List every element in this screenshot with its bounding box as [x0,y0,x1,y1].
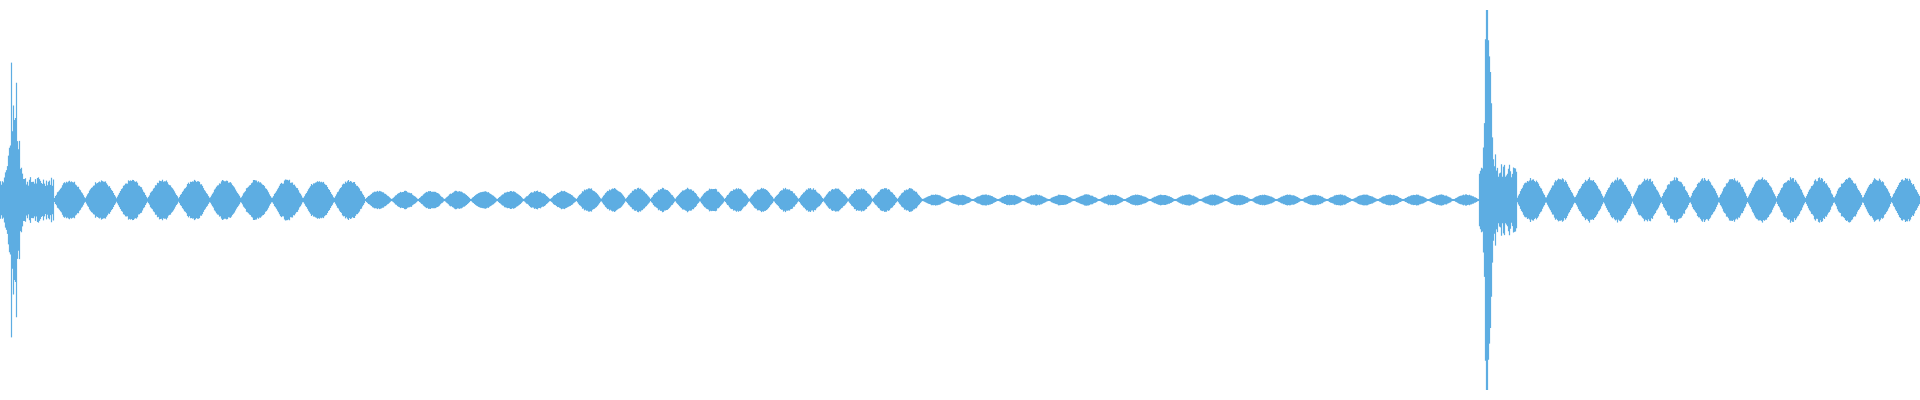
waveform-bars [0,10,1920,390]
waveform-path [0,10,1920,390]
